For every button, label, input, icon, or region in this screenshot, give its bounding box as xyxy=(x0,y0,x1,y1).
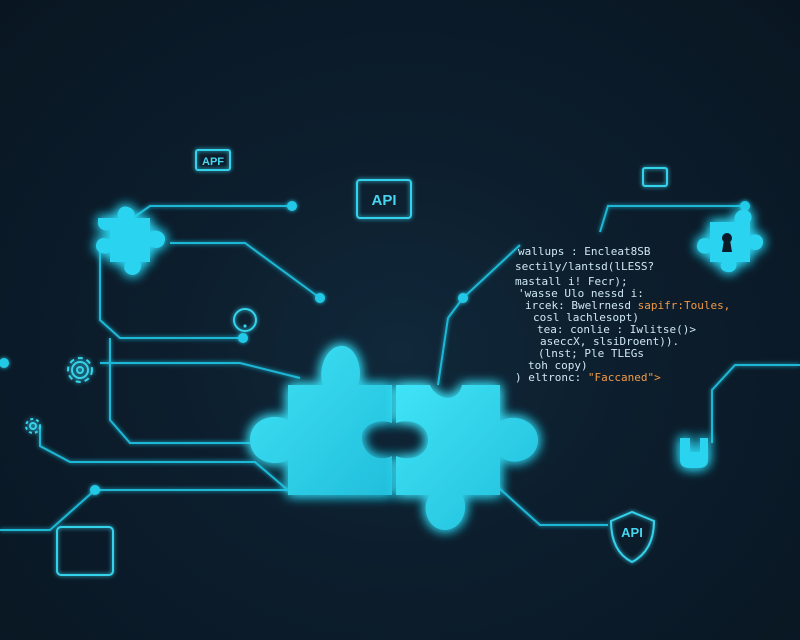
trace-2 xyxy=(170,242,321,299)
trace-11 xyxy=(462,244,521,299)
trace-13 xyxy=(599,205,745,233)
code-line-5b: sapifr:Toules, xyxy=(638,299,731,312)
code-line-8: aseccX, slsiDroent)). xyxy=(540,335,679,348)
small-puzzle-piece xyxy=(95,206,166,275)
api-monitor-icon: API xyxy=(355,179,413,226)
code-line-11b: "Faccaned"> xyxy=(588,371,661,384)
code-line-7: tea: conlie : Iwlitse()> xyxy=(537,323,696,336)
small-gear-icon xyxy=(25,418,41,434)
trace-5 xyxy=(99,250,243,339)
api-shield-icon: API xyxy=(609,510,656,564)
trace-6 xyxy=(109,338,250,444)
node-7 xyxy=(740,201,750,211)
code-line-5a: ircek: Bwelrnesd xyxy=(525,299,638,312)
code-line-1: wallups : Encleat8SB xyxy=(518,245,651,258)
code-line-10: toh copy) xyxy=(528,359,588,372)
trace-19 xyxy=(489,479,608,526)
node-6 xyxy=(458,293,468,303)
main-puzzle-left xyxy=(250,345,392,495)
apf-label: APF xyxy=(202,156,224,168)
code-line-2: sectily/lantsd(lLESS? xyxy=(515,260,654,273)
trace-12 xyxy=(437,297,464,386)
main-puzzle-right xyxy=(396,385,538,530)
code-line-4: 'wasse Ulo nessd i: xyxy=(518,287,644,300)
apf-label-box: APF xyxy=(195,149,231,178)
tablet-icon xyxy=(56,526,114,576)
node-2 xyxy=(315,293,325,303)
trace-17 xyxy=(711,364,800,443)
gear-icon xyxy=(67,357,93,383)
trace-3 xyxy=(129,205,290,221)
code-block: wallups : Encleat8SB sectily/lantsd(lLES… xyxy=(515,245,730,384)
circuit-nodes xyxy=(0,201,750,495)
alert-icon xyxy=(233,308,257,332)
node-1 xyxy=(287,201,297,211)
trace-10 xyxy=(0,489,290,531)
code-line-11a: ) eltronc: xyxy=(515,371,588,384)
code-line-5: ircek: Bwelrnesd sapifr:Toules, xyxy=(525,299,730,312)
node-4 xyxy=(0,358,9,368)
shield-api-label: API xyxy=(621,525,643,540)
connector-icon xyxy=(680,438,708,468)
code-line-3: mastall i! Fecr); xyxy=(515,275,628,288)
node-5 xyxy=(90,485,100,495)
small-monitor-icon xyxy=(642,167,668,193)
node-3 xyxy=(238,333,248,343)
code-line-9: (lnst; Ple TLEGs xyxy=(538,347,644,360)
code-line-6: cosl lachlesopt) xyxy=(533,311,639,324)
monitor-api-label: API xyxy=(371,192,396,209)
trace-9 xyxy=(39,426,291,493)
circuit-traces xyxy=(0,178,800,531)
code-line-11: ) eltronc: "Faccaned"> xyxy=(515,371,661,384)
keyhole-puzzle-piece xyxy=(696,209,764,273)
trace-8 xyxy=(100,362,301,379)
